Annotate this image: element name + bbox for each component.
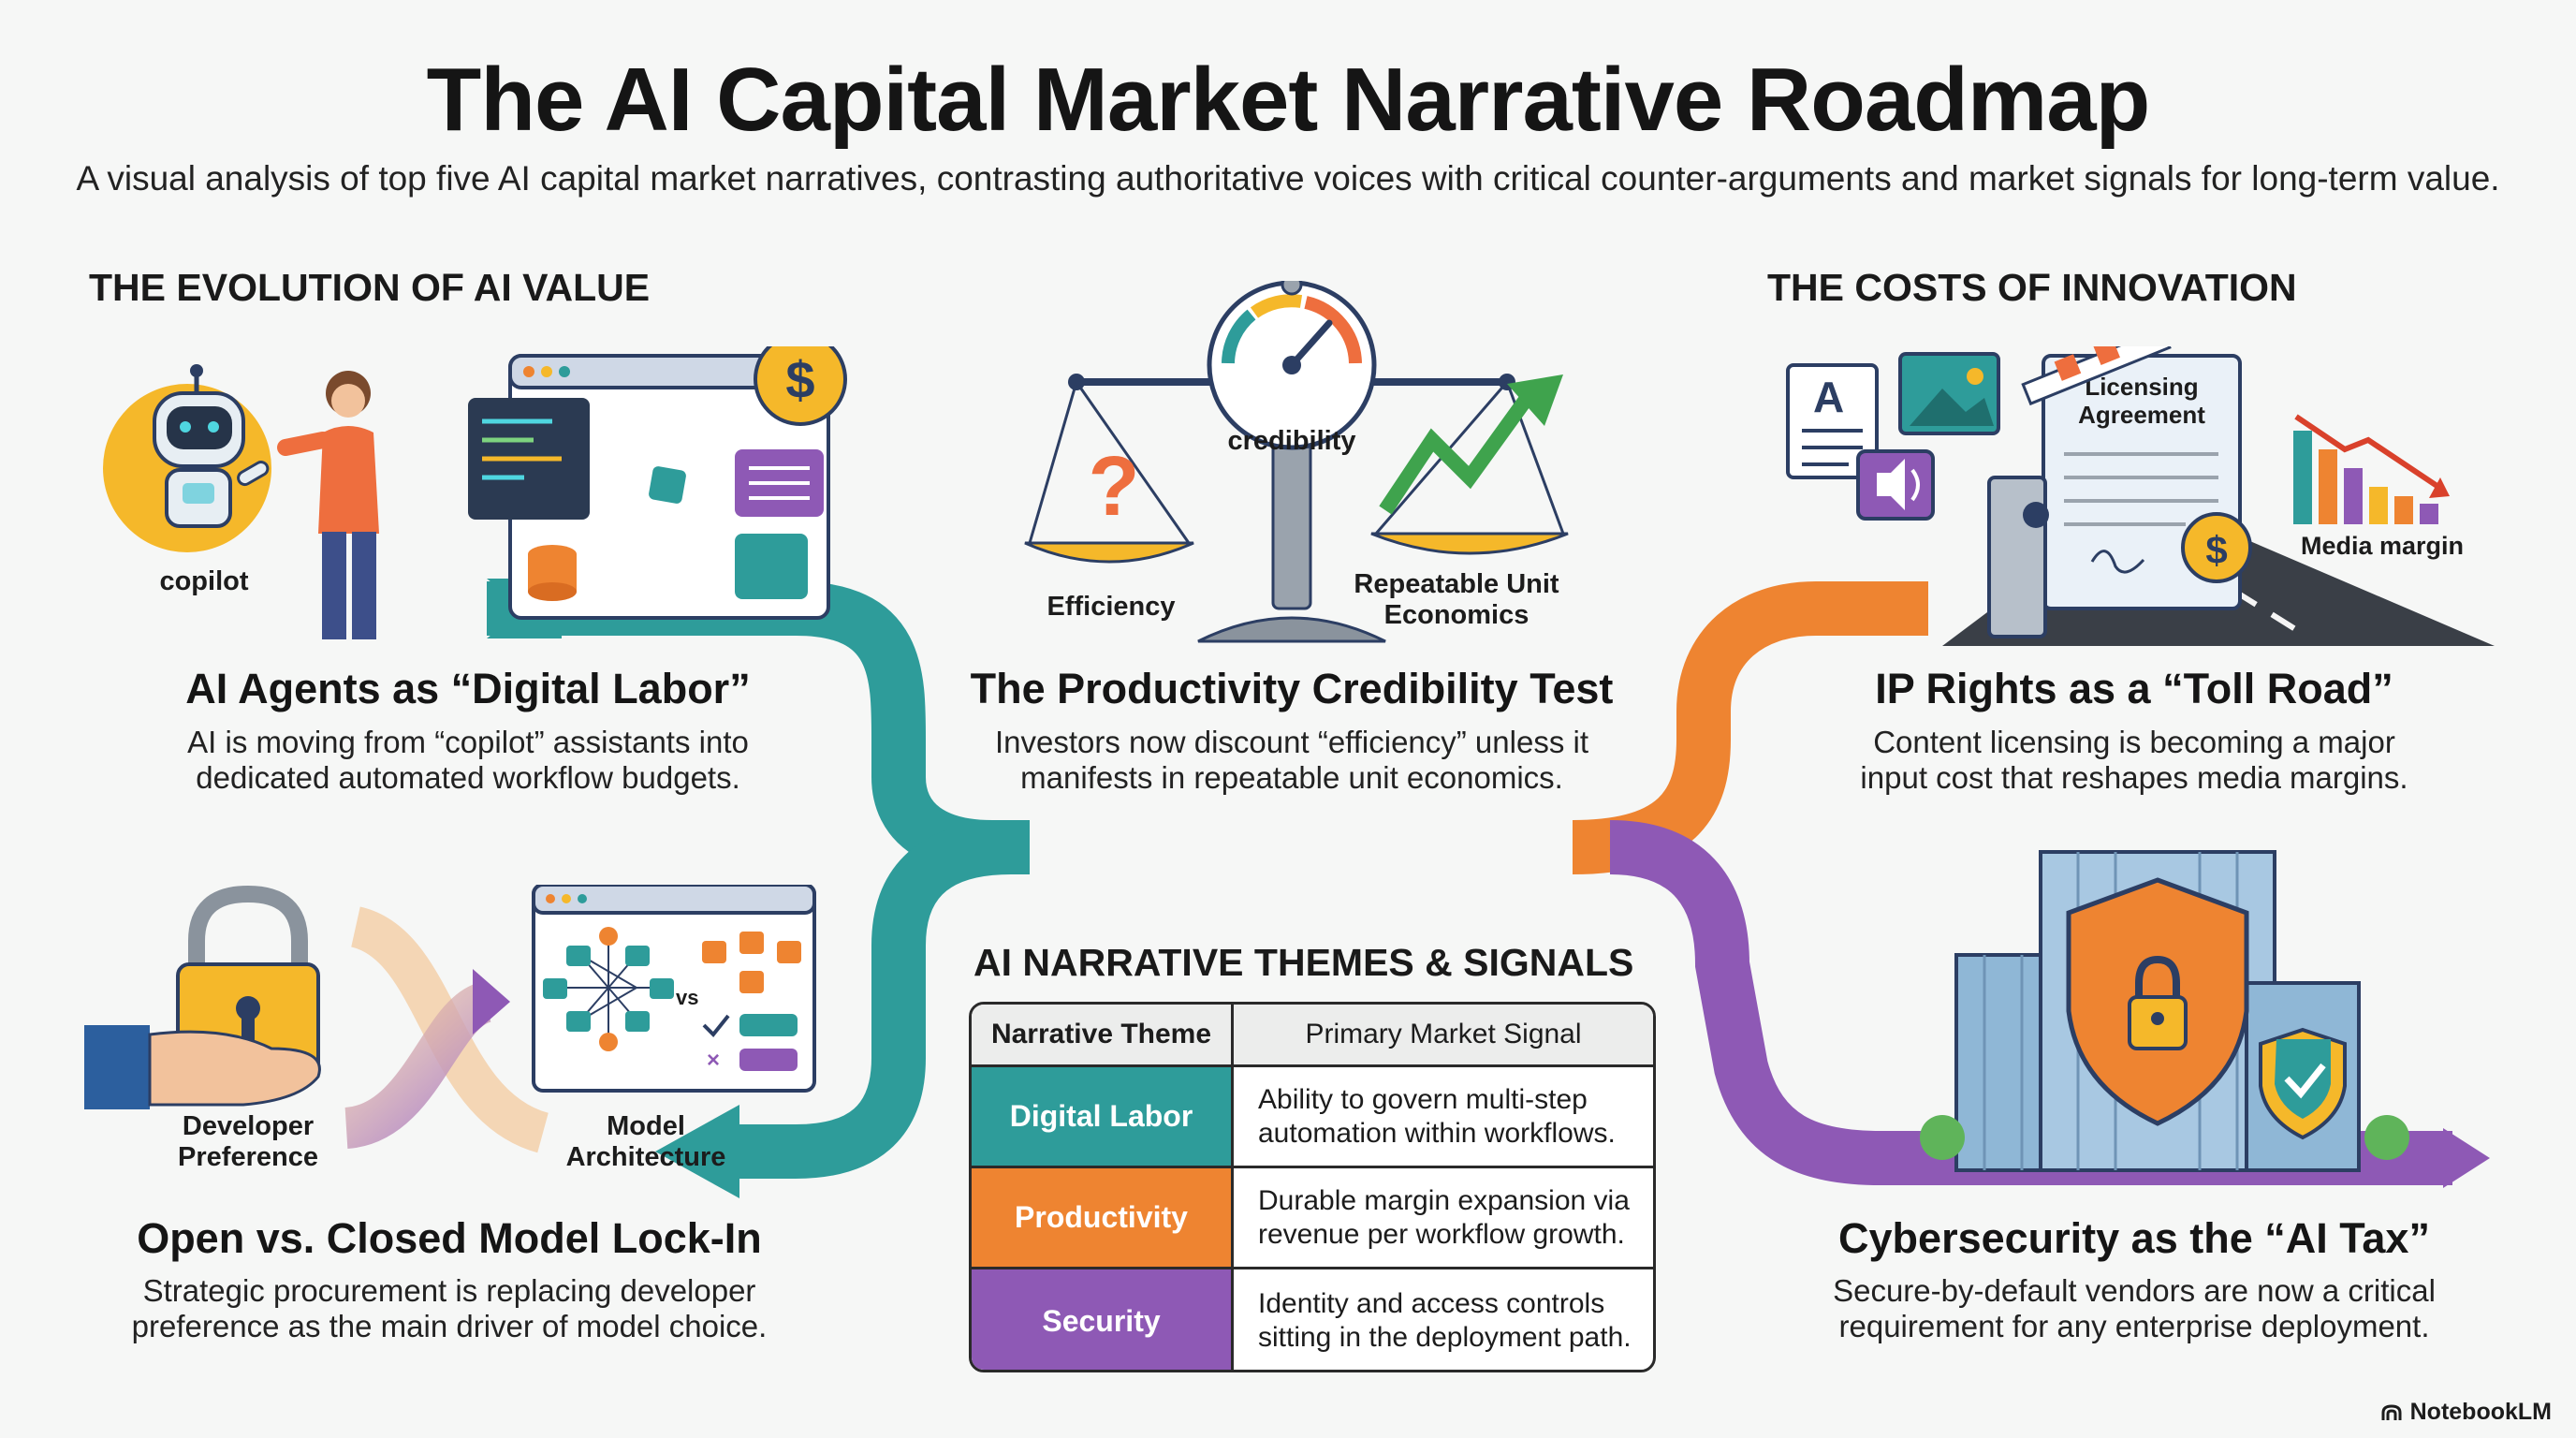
theme-cell: Digital Labor	[972, 1067, 1234, 1166]
heading-agents: AI Agents as “Digital Labor”	[185, 665, 751, 712]
svg-text:Agreement: Agreement	[2078, 401, 2205, 429]
desc-productivity-2: manifests in repeatable unit economics.	[1020, 760, 1563, 795]
theme-cell: Productivity	[972, 1168, 1234, 1267]
shield-lock-icon	[2066, 877, 2249, 1126]
person-icon	[277, 371, 379, 639]
neural-network-icon	[552, 936, 665, 1039]
growth-arrow-icon	[1379, 389, 1537, 515]
unit-economics-label-1: Repeatable Unit	[1354, 569, 1559, 599]
model-label-1: Model	[607, 1111, 685, 1141]
developer-label-2: Preference	[178, 1142, 318, 1172]
brand-footer: NotebookLM	[2380, 1399, 2552, 1426]
unit-economics-label-2: Economics	[1384, 600, 1530, 630]
page-subtitle: A visual analysis of top five AI capital…	[76, 159, 2500, 198]
question-mark-icon: ?	[1089, 440, 1140, 534]
cyber-illustration	[1920, 850, 2409, 1172]
notebooklm-logo-icon	[2381, 1403, 2402, 1420]
architecture-window: vs ×	[532, 885, 816, 1093]
swoosh-arrowhead	[473, 969, 510, 1034]
agents-illustration: copilot $	[103, 346, 847, 639]
heading-cyber: Cybersecurity as the “AI Tax”	[1838, 1214, 2430, 1262]
theme-cell: Security	[972, 1269, 1234, 1370]
table-header-row: Narrative Theme Primary Market Signal	[972, 1005, 1653, 1064]
developer-label-1: Developer	[183, 1111, 314, 1141]
copilot-label: copilot	[159, 566, 248, 596]
svg-text:vs: vs	[676, 986, 698, 1009]
table-header-signal: Primary Market Signal	[1234, 1005, 1653, 1064]
desc-cyber-1: Secure-by-default vendors are now a crit…	[1833, 1273, 2436, 1308]
robot-icon	[153, 364, 270, 528]
brand-label: NotebookLM	[2409, 1399, 2552, 1425]
heading-ip: IP Rights as a “Toll Road”	[1875, 665, 2393, 712]
desc-agents-1: AI is moving from “copilot” assistants i…	[187, 725, 749, 759]
desc-ip-2: input cost that reshapes media margins.	[1860, 760, 2408, 795]
desc-cyber-2: requirement for any enterprise deploymen…	[1838, 1309, 2430, 1343]
table-row: Digital Labor Ability to govern multi-st…	[972, 1064, 1653, 1166]
declining-chart-icon	[2293, 414, 2450, 524]
desc-open-closed-1: Strategic procurement is replacing devel…	[142, 1273, 756, 1308]
page-title: The AI Capital Market Narrative Roadmap	[426, 50, 2151, 150]
ip-illustration: A Licensing Agreement $	[1786, 346, 2495, 646]
desc-agents-2: dedicated automated workflow budgets.	[196, 760, 740, 795]
gauge-label: credibility	[1228, 426, 1356, 456]
signals-table: Narrative Theme Primary Market Signal Di…	[969, 1002, 1656, 1372]
hand-icon	[84, 1025, 321, 1109]
ribbon-swoosh-purple	[343, 981, 494, 1149]
svg-text:×: ×	[707, 1048, 720, 1073]
dollar-coin-icon: $	[754, 346, 847, 426]
ribbon-arrow-purple	[2443, 1128, 2490, 1188]
model-label-2: Architecture	[566, 1142, 726, 1172]
desc-productivity-1: Investors now discount “efficiency” unle…	[994, 725, 1588, 759]
tree-left	[1920, 1115, 1965, 1160]
table-header-theme: Narrative Theme	[972, 1005, 1234, 1064]
svg-text:$: $	[2205, 528, 2227, 572]
scale-illustration: ? credibility Efficiency Repeatable Unit…	[1024, 281, 1569, 643]
credibility-gauge-icon	[1207, 281, 1377, 450]
dollar-coin-small-icon: $	[2181, 512, 2252, 583]
efficiency-label: Efficiency	[1047, 592, 1176, 622]
ribbon-teal-bottom	[711, 820, 1012, 1179]
audio-icon	[1856, 449, 1935, 521]
desc-ip-1: Content licensing is becoming a major	[1873, 725, 2395, 759]
shield-check-icon	[2259, 1027, 2347, 1140]
section-costs: THE COSTS OF INNOVATION	[1767, 266, 2297, 309]
svg-text:A: A	[1813, 373, 1844, 421]
open-closed-illustration: vs × Developer Preference Model Architec…	[84, 885, 816, 1172]
ribbon-arrow-teal	[655, 1105, 739, 1198]
media-margin-label: Media margin	[2301, 532, 2464, 560]
document-icon: A	[1786, 363, 1879, 479]
desc-open-closed-2: preference as the main driver of model c…	[131, 1309, 768, 1343]
section-evolution: THE EVOLUTION OF AI VALUE	[89, 266, 651, 309]
ribbon-purple	[1609, 820, 2452, 1185]
svg-text:$: $	[785, 350, 814, 409]
table-title: AI NARRATIVE THEMES & SIGNALS	[973, 941, 1634, 984]
image-icon	[1898, 352, 2000, 435]
toll-gate-icon	[1987, 346, 2172, 638]
tree-right	[2364, 1115, 2409, 1160]
heading-productivity: The Productivity Credibility Test	[970, 665, 1614, 712]
heading-open-closed: Open vs. Closed Model Lock-In	[137, 1214, 762, 1262]
svg-text:Licensing: Licensing	[2085, 373, 2198, 401]
table-row: Productivity Durable margin expansion vi…	[972, 1166, 1653, 1267]
